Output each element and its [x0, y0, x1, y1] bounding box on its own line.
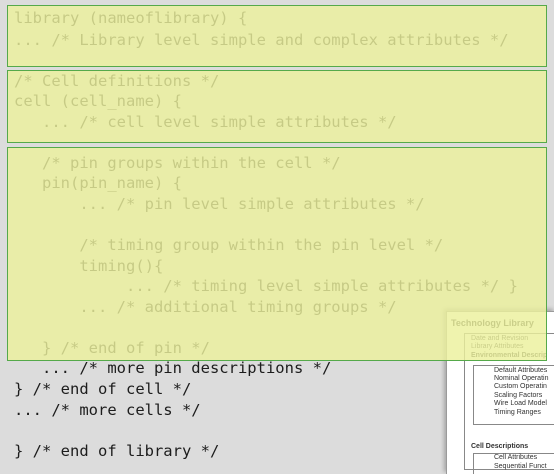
doc-item: Default Attributes	[494, 367, 548, 374]
code-line: /* Cell definitions */	[14, 72, 220, 90]
doc-subsection-frame	[473, 453, 554, 474]
code-line: } /* end of pin */	[14, 339, 210, 357]
code-line: ... /* cell level simple attributes */	[14, 113, 397, 131]
doc-item: Scaling Factors	[494, 392, 543, 399]
code-line: ... /* timing level simple attributes */…	[14, 277, 518, 295]
doc-item: Custom Operatin	[494, 383, 547, 390]
code-line: timing(){	[14, 257, 164, 275]
doc-item: Environmental Descrip	[471, 352, 548, 359]
code-line: library (nameoflibrary) {	[14, 9, 248, 27]
code-line: ... /* more cells */	[14, 401, 201, 419]
code-line: /* pin groups within the cell */	[14, 154, 341, 172]
code-line: } /* end of library */	[14, 442, 220, 460]
doc-item: Cell Attributes	[494, 454, 538, 461]
code-line: ... /* more pin descriptions */	[14, 359, 332, 377]
code-line: ... /* additional timing groups */	[14, 298, 397, 316]
code-line: pin(pin_name) {	[14, 174, 182, 192]
doc-item: Cell Descriptions	[471, 443, 529, 450]
library-document-thumbnail: Technology Library Date and Revision Lib…	[446, 311, 554, 474]
doc-item: Timing Ranges	[494, 409, 541, 416]
doc-item: Library Attributes	[471, 343, 524, 350]
code-line: ... /* Library level simple and complex …	[14, 31, 509, 49]
doc-item: Sequential Funct	[494, 463, 547, 470]
code-line: } /* end of cell */	[14, 380, 192, 398]
doc-thumbnail-title: Technology Library	[451, 318, 534, 328]
code-line: /* timing group within the pin level */	[14, 236, 444, 254]
doc-item: Nominal Operatin	[494, 375, 549, 382]
doc-subsection-frame	[473, 365, 554, 425]
code-line: ... /* pin level simple attributes */	[14, 195, 425, 213]
doc-item: Date and Revision	[471, 335, 529, 342]
doc-item: Wire Load Model	[494, 400, 547, 407]
code-line: cell (cell_name) {	[14, 92, 182, 110]
